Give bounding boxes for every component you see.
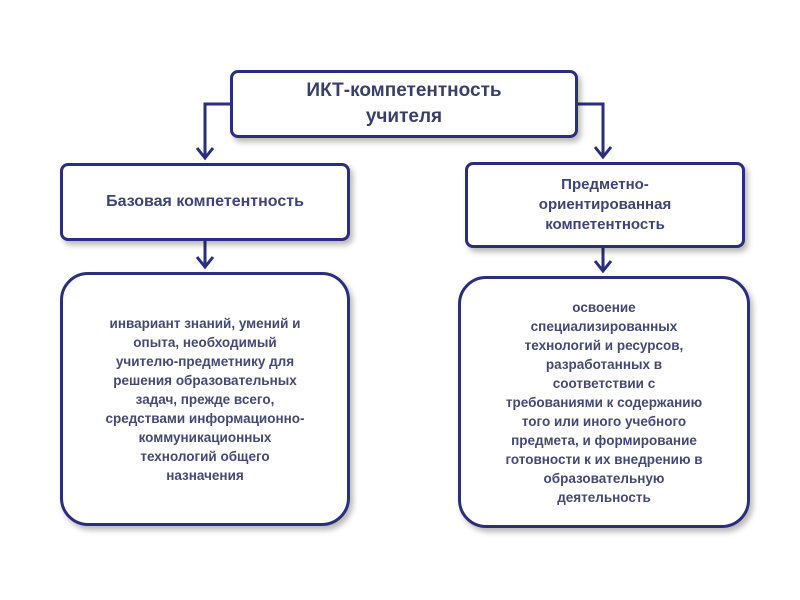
- arrowhead-root-to-right: [593, 146, 613, 160]
- root-node-text: ИКТ-компетентность учителя: [306, 80, 502, 127]
- connector-root-to-right: [578, 102, 605, 157]
- base-competence-heading-text: Базовая компетентность: [106, 193, 304, 210]
- subject-competence-heading: Предметно- ориентированная компетентност…: [465, 162, 745, 248]
- arrowhead-left-head-to-body: [195, 256, 215, 270]
- base-competence-description-text: инвариант знаний, умений и опыта, необхо…: [105, 315, 305, 483]
- subject-competence-description: освоение специализированных технологий и…: [458, 276, 750, 528]
- arrowhead-root-to-left: [195, 147, 215, 161]
- root-node: ИКТ-компетентность учителя: [230, 70, 578, 138]
- subject-competence-heading-text: Предметно- ориентированная компетентност…: [538, 176, 672, 233]
- base-competence-description: инвариант знаний, умений и опыта, необхо…: [60, 272, 350, 526]
- base-competence-heading: Базовая компетентность: [60, 163, 350, 241]
- connector-root-to-left: [203, 102, 230, 158]
- subject-competence-description-text: освоение специализированных технологий и…: [505, 299, 703, 505]
- arrowhead-right-head-to-body: [593, 260, 613, 274]
